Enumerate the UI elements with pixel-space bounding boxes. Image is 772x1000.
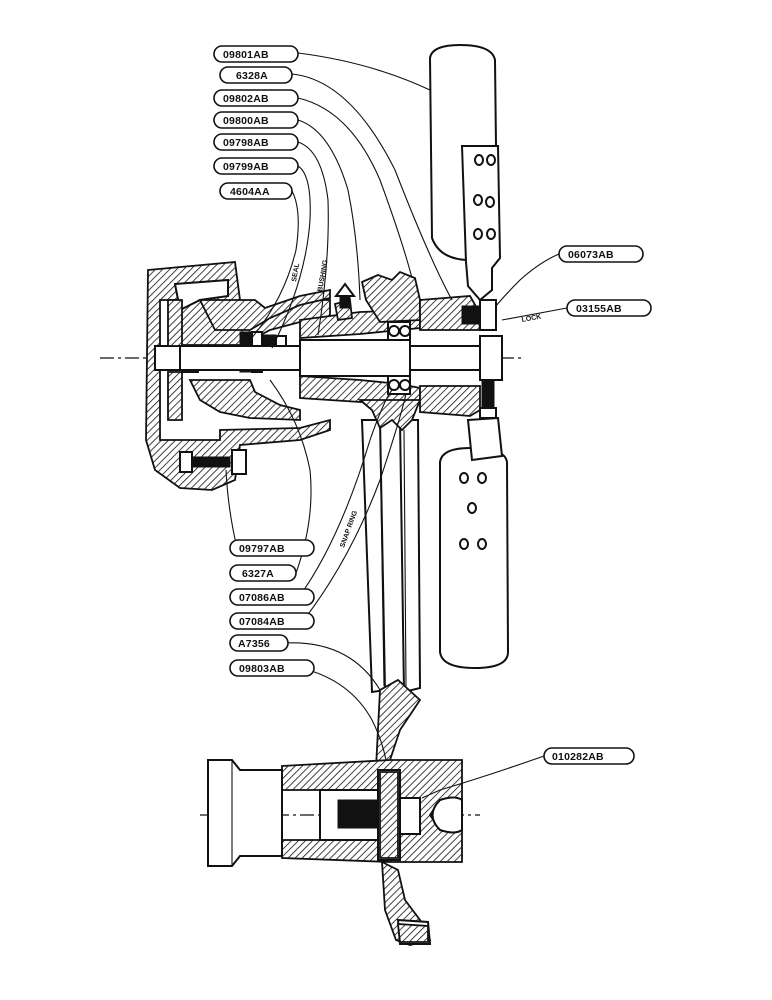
part-label-07086AB: 07086AB: [229, 588, 315, 606]
part-label-09799AB: 09799AB: [213, 157, 299, 175]
crank-hub: [281, 759, 463, 863]
note-seal: SEAL: [291, 262, 301, 282]
svg-text:SEAL: SEAL: [291, 262, 301, 282]
svg-text:09800AB: 09800AB: [223, 115, 269, 127]
svg-text:BUSHING: BUSHING: [317, 259, 330, 293]
fan-blade-lower: [439, 416, 510, 670]
part-label-09802AB: 09802AB: [213, 89, 299, 107]
crankshaft-stub: [207, 759, 283, 867]
note-snap-ring: SNAP RING: [339, 509, 359, 548]
svg-text:6328A: 6328A: [236, 70, 268, 82]
part-label-09800AB: 09800AB: [213, 111, 299, 129]
fan-belt: [360, 419, 422, 694]
svg-text:09798AB: 09798AB: [223, 137, 269, 149]
pump-shaft: [179, 339, 491, 377]
svg-text:09802AB: 09802AB: [223, 93, 269, 105]
part-label-03155AB: 03155AB: [566, 299, 652, 317]
svg-text:09797AB: 09797AB: [239, 543, 285, 555]
svg-text:A7356: A7356: [238, 638, 270, 650]
svg-text:07084AB: 07084AB: [239, 616, 285, 628]
part-label-07084AB: 07084AB: [229, 612, 315, 630]
part-label-09797AB: 09797AB: [229, 539, 315, 557]
note-lock: LOCK: [521, 314, 542, 324]
grease-fitting: [334, 282, 356, 309]
svg-text:03155AB: 03155AB: [576, 303, 622, 315]
svg-text:LOCK: LOCK: [521, 314, 542, 324]
svg-text:09801AB: 09801AB: [223, 49, 269, 61]
part-label-06073AB: 06073AB: [558, 245, 644, 263]
part-label-09801AB: 09801AB: [213, 45, 299, 63]
svg-text:4604AA: 4604AA: [230, 186, 270, 198]
part-label-09803AB: 09803AB: [229, 659, 315, 677]
svg-text:SNAP RING: SNAP RING: [339, 509, 359, 548]
svg-text:6327A: 6327A: [242, 568, 274, 580]
crankshaft-pulley: [375, 678, 432, 946]
svg-text:09799AB: 09799AB: [223, 161, 269, 173]
svg-text:07086AB: 07086AB: [239, 592, 285, 604]
svg-text:09803AB: 09803AB: [239, 663, 285, 675]
svg-text:06073AB: 06073AB: [568, 249, 614, 261]
leader-lines: [225, 52, 568, 799]
part-label-6328A: 6328A: [219, 66, 293, 84]
part-label-09798AB: 09798AB: [213, 133, 299, 151]
shaft-bearings: [387, 321, 411, 395]
fan-hub-hardware: [461, 299, 503, 419]
part-label-4604AA: 4604AA: [219, 182, 293, 200]
note-bushing: BUSHING: [317, 259, 330, 293]
svg-text:010282AB: 010282AB: [552, 751, 604, 763]
part-label-A7356: A7356: [229, 634, 289, 652]
fan-blade-upper: [428, 43, 502, 302]
part-label-6327A: 6327A: [229, 564, 297, 582]
part-label-010282AB: 010282AB: [543, 747, 635, 765]
pump-mounting-bolt: [179, 449, 247, 475]
